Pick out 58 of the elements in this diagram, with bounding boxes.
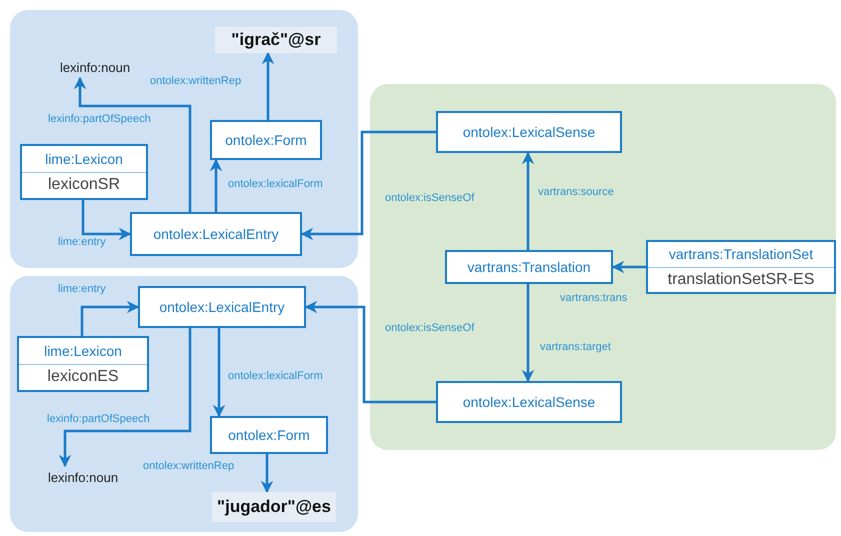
edge-label: ontolex:isSenseOf xyxy=(385,192,474,206)
class-name: lime:Lexicon xyxy=(43,342,123,361)
class-name: lexinfo:noun xyxy=(48,470,118,484)
edge-label: ontolex:writtenRep xyxy=(150,75,242,88)
class-name: ontolex:LexicalEntry xyxy=(153,226,279,242)
class-box xyxy=(436,111,622,153)
edge-label: ontolex:writtenRep xyxy=(143,460,234,474)
literal-box xyxy=(212,492,336,522)
class-name: "jugador"@es xyxy=(217,497,331,517)
instance-box xyxy=(17,336,149,392)
instance-box xyxy=(20,144,148,200)
edge-label: lime:entry xyxy=(58,236,106,250)
arrow xyxy=(210,158,222,212)
arrow xyxy=(522,284,534,382)
arrow xyxy=(82,200,132,240)
literal-box xyxy=(215,27,337,53)
class-box xyxy=(130,212,302,256)
group-panel xyxy=(370,84,836,450)
class-box xyxy=(210,416,328,454)
class-name: lexinfo:noun xyxy=(60,60,130,74)
class-name: ontolex:Form xyxy=(228,427,310,443)
class-name: "igrač"@sr xyxy=(231,30,321,50)
class-box xyxy=(436,381,622,423)
edge-label: ontolex:lexicalForm xyxy=(228,178,323,192)
arrow xyxy=(260,454,274,494)
edge-label: lexinfo:partOfSpeech xyxy=(48,113,151,126)
class-box xyxy=(210,120,322,160)
arrow xyxy=(522,152,534,250)
arrow xyxy=(262,52,274,120)
class-name: ontolex:LexicalSense xyxy=(462,124,596,140)
edge-label: ontolex:lexicalForm xyxy=(228,370,323,384)
instance-name: translationSetSR-ES xyxy=(648,266,834,292)
edge-label: vartrans:source xyxy=(538,186,614,200)
edge-label: lexinfo:partOfSpeech xyxy=(47,413,150,426)
class-name: lime:Lexicon xyxy=(44,150,124,169)
class-name: ontolex:LexicalEntry xyxy=(159,299,285,315)
arrow xyxy=(58,328,192,468)
edge-label: vartrans:trans xyxy=(560,292,628,306)
class-name: ontolex:Form xyxy=(225,132,307,148)
arrow xyxy=(300,130,436,240)
group-panel xyxy=(10,276,358,532)
arrow xyxy=(80,300,140,336)
arrow xyxy=(74,76,192,212)
group-panel xyxy=(10,10,358,268)
edge-label: ontolex:isSenseOf xyxy=(385,322,474,336)
instance-name: lexiconES xyxy=(19,364,147,390)
arrow xyxy=(304,300,436,404)
class-name: ontolex:LexicalSense xyxy=(462,394,596,410)
arrow xyxy=(212,328,226,418)
edge-label: lime:entry xyxy=(58,283,106,296)
class-box xyxy=(138,286,306,328)
class-name: vartrans:TranslationSet xyxy=(668,245,814,264)
edge-label: vartrans:target xyxy=(540,341,611,354)
instance-box xyxy=(646,240,836,294)
class-box xyxy=(445,250,613,284)
arrow xyxy=(612,260,646,274)
instance-name: lexiconSR xyxy=(22,172,146,198)
class-name: vartrans:Translation xyxy=(467,259,591,275)
